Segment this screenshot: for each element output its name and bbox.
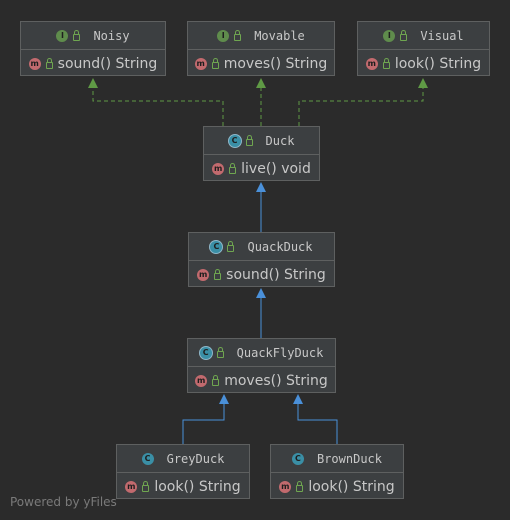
node-greyduck[interactable]: C GreyDuck m look() String — [116, 444, 250, 499]
member-row[interactable]: m look() String — [117, 473, 249, 500]
node-header: C QuackDuck — [189, 233, 334, 261]
method-icon: m — [279, 480, 292, 493]
public-lock-icon — [229, 162, 237, 174]
node-header: I Movable — [188, 22, 334, 50]
member-signature: sound() String — [57, 55, 158, 72]
member-row[interactable]: m look() String — [271, 473, 403, 500]
node-header: C GreyDuck — [117, 445, 249, 473]
public-lock-icon — [73, 29, 81, 41]
member-row[interactable]: m sound() String — [189, 261, 334, 288]
node-movable[interactable]: I Movable m moves() String — [187, 21, 335, 76]
public-lock-icon — [227, 240, 235, 252]
class-icon: C — [228, 134, 241, 147]
node-quackduck[interactable]: C QuackDuck m sound() String — [188, 232, 335, 287]
method-icon: m — [195, 374, 208, 387]
method-icon: m — [365, 57, 378, 70]
inheritance-edge-greyduck-quackflyduck — [182, 404, 225, 444]
member-signature: sound() String — [226, 266, 326, 283]
realization-edge-duck-visual — [298, 88, 424, 126]
node-title: GreyDuck — [166, 451, 225, 466]
member-signature: look() String — [154, 478, 241, 495]
member-signature: look() String — [308, 478, 395, 495]
arrowhead-visual — [418, 78, 428, 88]
node-header: C QuackFlyDuck — [188, 339, 335, 367]
inheritance-edge-brownduck-quackflyduck — [297, 404, 338, 444]
class-icon: C — [199, 346, 212, 359]
edges — [88, 78, 428, 444]
member-row[interactable]: m moves() String — [188, 50, 334, 77]
node-title: Noisy — [93, 28, 130, 43]
member-row[interactable]: m moves() String — [188, 367, 335, 394]
method-icon: m — [212, 162, 225, 175]
class-icon: C — [291, 452, 304, 465]
member-signature: live() void — [241, 160, 311, 177]
node-header: I Visual — [358, 22, 489, 50]
member-signature: moves() String — [223, 55, 328, 72]
arrowhead-duck — [256, 182, 266, 192]
node-header: C BrownDuck — [271, 445, 403, 473]
interface-icon: I — [56, 29, 69, 42]
public-lock-icon — [400, 29, 408, 41]
node-quackflyduck[interactable]: C QuackFlyDuck m moves() String — [187, 338, 336, 393]
member-signature: moves() String — [224, 372, 328, 389]
method-icon: m — [197, 268, 210, 281]
powered-by-footer: Powered by yFiles — [10, 495, 117, 509]
public-lock-icon — [382, 57, 390, 69]
node-visual[interactable]: I Visual m look() String — [357, 21, 490, 76]
public-lock-icon — [214, 268, 222, 280]
public-lock-icon — [45, 57, 53, 69]
class-icon: C — [141, 452, 154, 465]
interface-icon: I — [217, 29, 230, 42]
member-signature: look() String — [394, 55, 482, 72]
realization-edge-duck-noisy — [92, 88, 224, 126]
member-row[interactable]: m sound() String — [21, 50, 165, 77]
method-icon: m — [28, 57, 41, 70]
node-title: Visual — [420, 28, 464, 43]
arrowhead-quackduck — [256, 288, 266, 298]
node-title: Duck — [265, 133, 295, 148]
arrowhead-quackflyduck-right — [293, 394, 303, 404]
member-row[interactable]: m live() void — [204, 155, 319, 182]
public-lock-icon — [234, 29, 242, 41]
node-title: Movable — [254, 28, 305, 43]
arrowhead-noisy — [88, 78, 98, 88]
node-header: C Duck — [204, 127, 319, 155]
class-icon: C — [210, 240, 223, 253]
node-title: BrownDuck — [316, 451, 383, 466]
member-row[interactable]: m look() String — [358, 50, 489, 77]
node-noisy[interactable]: I Noisy m sound() String — [20, 21, 166, 76]
node-duck[interactable]: C Duck m live() void — [203, 126, 320, 181]
arrowhead-movable — [256, 78, 266, 88]
public-lock-icon — [245, 134, 253, 146]
node-title: QuackFlyDuck — [236, 345, 324, 360]
arrowhead-quackflyduck-left — [219, 394, 229, 404]
interface-icon: I — [383, 29, 396, 42]
public-lock-icon — [212, 374, 220, 386]
public-lock-icon — [296, 480, 304, 492]
method-icon: m — [194, 57, 207, 70]
node-header: I Noisy — [21, 22, 165, 50]
public-lock-icon — [211, 57, 219, 69]
node-brownduck[interactable]: C BrownDuck m look() String — [270, 444, 404, 499]
public-lock-icon — [142, 480, 150, 492]
method-icon: m — [125, 480, 138, 493]
node-title: QuackDuck — [247, 239, 313, 254]
public-lock-icon — [216, 346, 224, 358]
